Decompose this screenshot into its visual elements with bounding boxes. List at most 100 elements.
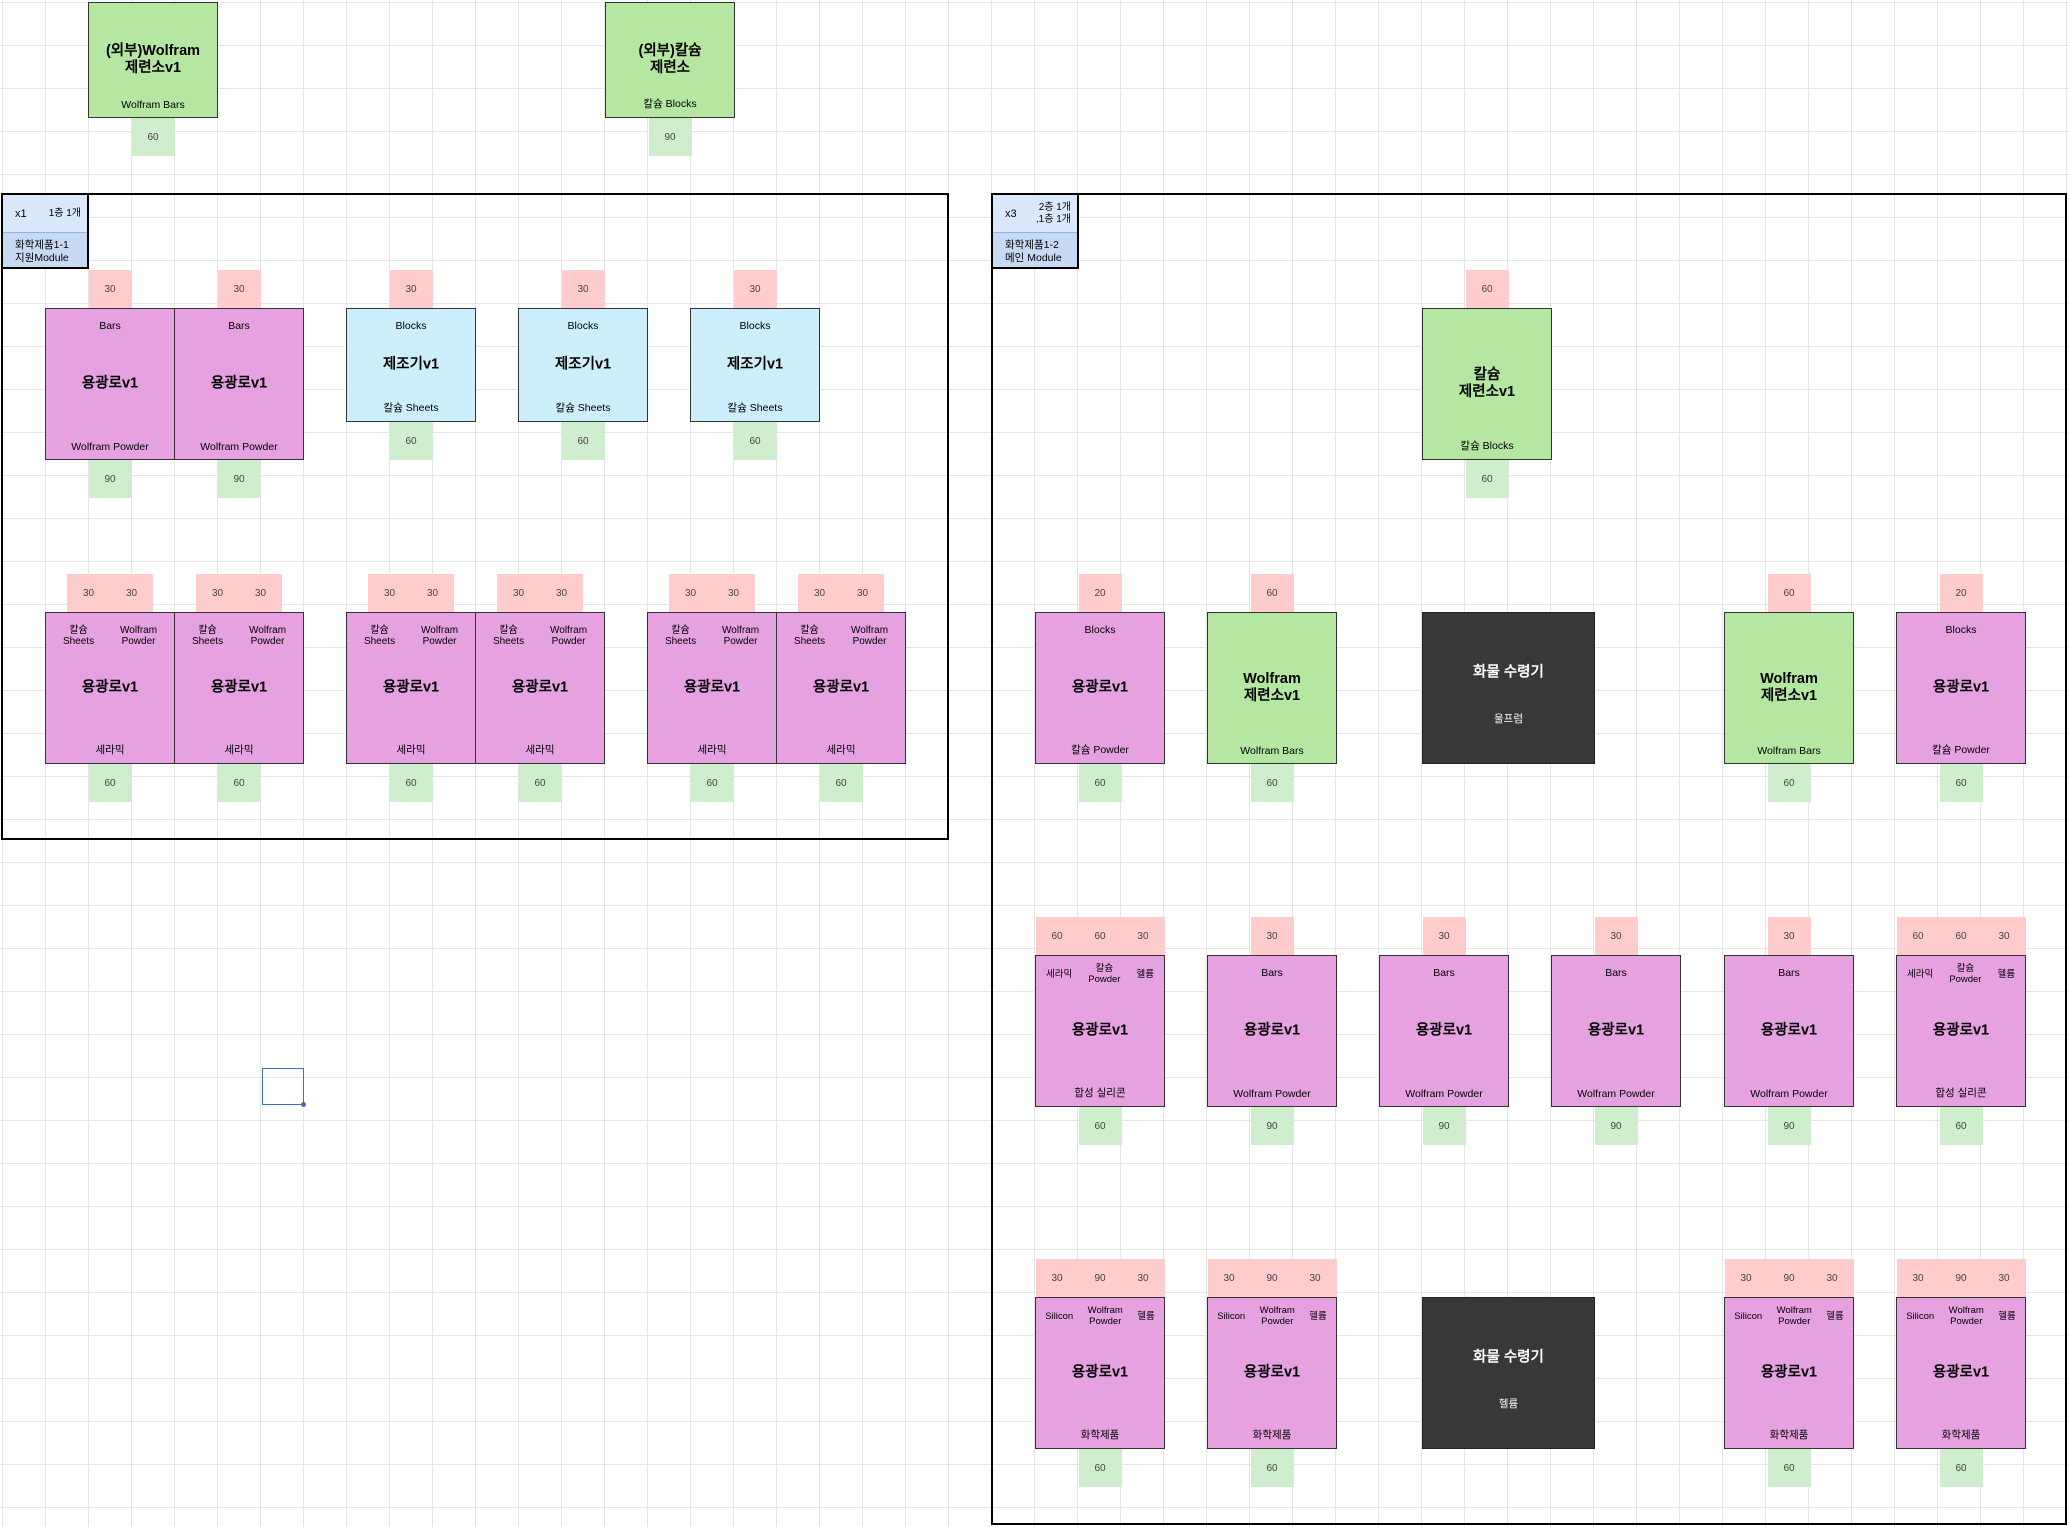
node-output-label: 세라믹 (95, 744, 125, 756)
node-title: 용광로v1 (1587, 1022, 1645, 1039)
input-rate: 20 (1955, 587, 1967, 599)
node-output-label: 세라믹 (224, 744, 254, 756)
input-rate: 30 (1266, 930, 1278, 942)
node-title: 용광로v1 (1071, 1022, 1129, 1039)
output-rate-box: 90 (1422, 1107, 1466, 1145)
input-rate: 30 (233, 283, 245, 295)
input-rate: 30 (555, 587, 568, 599)
node-title: 화물 수령기 (1473, 1349, 1544, 1366)
output-rate-box: 60 (733, 422, 777, 460)
input-rate: 30 (1783, 930, 1795, 942)
node-output-label: 세라믹 (396, 744, 426, 756)
input-rate: 30 (254, 587, 267, 599)
node-input-label: Wolfram Powder (1776, 1305, 1812, 1327)
output-rate-box: 60 (217, 764, 261, 802)
node-output-label: 세라믹 (826, 744, 856, 756)
node-input-label: Blocks (395, 320, 427, 332)
output-rate-box: 60 (389, 764, 433, 802)
input-rate: 90 (1955, 1272, 1967, 1284)
node-output-label: Wolfram Bars (121, 99, 185, 111)
node-input-label: 칼슘 Sheets (793, 625, 826, 647)
node-output-label: 칼슘 Powder (1071, 744, 1129, 756)
node-input-label: Bars (1261, 967, 1283, 979)
input-rate: 30 (727, 587, 740, 599)
output-rate-box: 60 (1767, 1449, 1811, 1487)
node-title: 용광로v1 (210, 375, 268, 392)
input-rate: 60 (1094, 930, 1106, 942)
input-rate-box: 30 (217, 270, 261, 308)
node-input-labels: 칼슘 Sheets Wolfram Powder (476, 625, 604, 647)
input-rate: 60 (1051, 930, 1063, 942)
output-rate-box: 60 (1078, 1449, 1122, 1487)
selection-box[interactable] (262, 1068, 306, 1107)
node-output-label: 칼슘 Blocks (1460, 440, 1514, 452)
input-rate: 30 (1826, 1272, 1838, 1284)
node-input-label: 헬륨 (1826, 1310, 1844, 1322)
input-rate: 30 (856, 587, 869, 599)
output-rate-box: 60 (389, 422, 433, 460)
output-rate-box: 60 (1939, 764, 1983, 802)
node-output-label: Wolfram Bars (1240, 745, 1304, 757)
module-name: 화학제품1-1 지원Module (3, 232, 87, 267)
node-input-label: Wolfram Powder (120, 625, 158, 647)
output-rate-box: 90 (648, 118, 692, 156)
output-rate-box: 60 (1939, 1449, 1983, 1487)
node-output-label: Wolfram Powder (71, 441, 149, 453)
input-rate: 30 (1309, 1272, 1321, 1284)
input-rate: 30 (125, 587, 138, 599)
node-title: 용광로v1 (1760, 1022, 1818, 1039)
input-rate: 60 (1955, 930, 1967, 942)
module-multiplier: x1 (15, 207, 27, 220)
input-rate: 60 (1912, 930, 1924, 942)
node-input-label: 칼슘 Sheets (492, 625, 525, 647)
output-rate-box: 60 (518, 764, 562, 802)
node-input-label: Bars (1605, 967, 1627, 979)
node-input-label: Wolfram Powder (550, 625, 588, 647)
node-input-label: 칼슘 Sheets (191, 625, 224, 647)
input-rate-box: 30 (561, 270, 605, 308)
node-output-label: Wolfram Powder (1750, 1088, 1828, 1100)
input-rate-box: 20 (1078, 574, 1122, 612)
